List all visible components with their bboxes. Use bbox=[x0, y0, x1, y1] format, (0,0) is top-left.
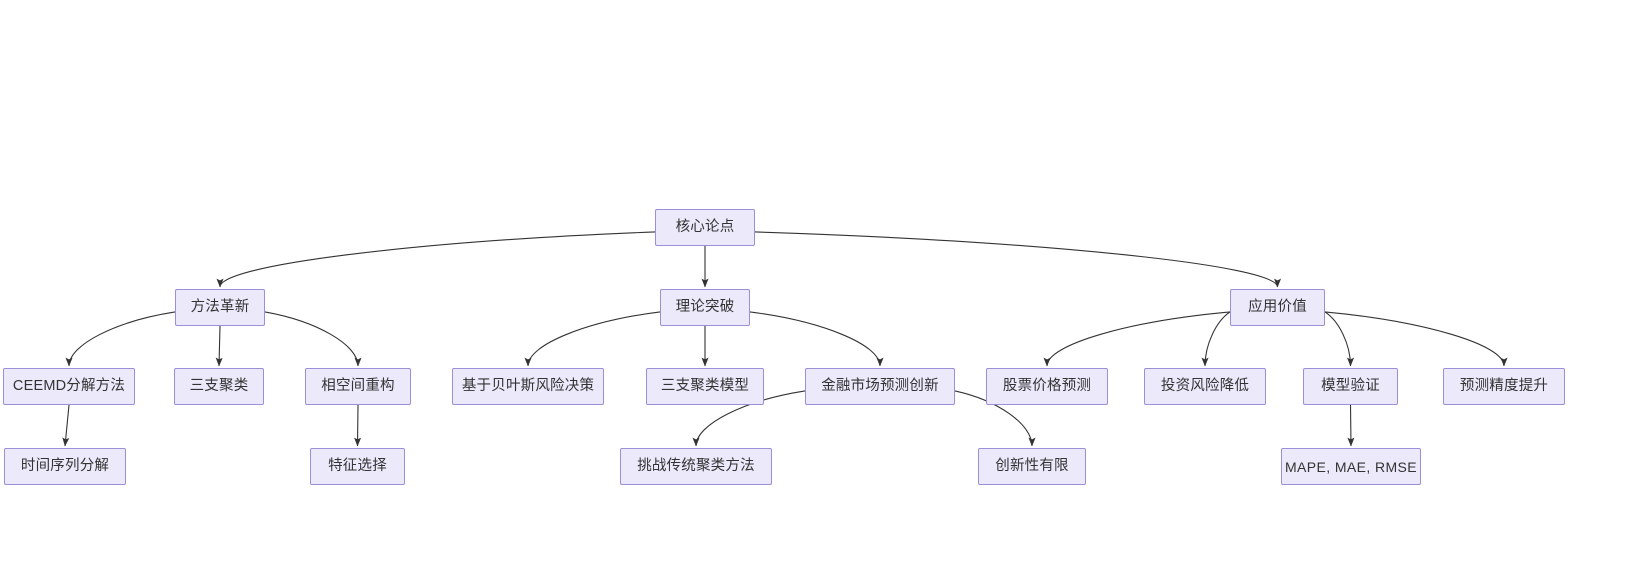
node-l3a1[interactable]: CEEMD分解方法 bbox=[3, 368, 135, 405]
node-label: 三支聚类 bbox=[189, 378, 249, 395]
node-l2c[interactable]: 应用价值 bbox=[1230, 289, 1325, 326]
node-l2a[interactable]: 方法革新 bbox=[175, 289, 265, 326]
node-l3a2[interactable]: 三支聚类 bbox=[174, 368, 264, 405]
node-label: 时间序列分解 bbox=[20, 458, 110, 475]
edge-l3a3-to-l4a3 bbox=[354, 404, 362, 447]
edge-l3c3-to-l4c3 bbox=[1347, 404, 1355, 447]
node-label: 股票价格预测 bbox=[1002, 378, 1092, 395]
edge-l2b-to-l3b3 bbox=[749, 311, 884, 367]
edge-l2a-to-l3a2 bbox=[215, 325, 223, 367]
edge-l2a-to-l3a3 bbox=[264, 311, 362, 367]
node-label: 基于贝叶斯风险决策 bbox=[461, 378, 595, 395]
node-l4b1[interactable]: 挑战传统聚类方法 bbox=[620, 448, 772, 485]
edge-l2c-to-l3c2 bbox=[1201, 311, 1231, 367]
node-l2b[interactable]: 理论突破 bbox=[660, 289, 750, 326]
node-root[interactable]: 核心论点 bbox=[655, 209, 755, 246]
node-label: 特征选择 bbox=[328, 458, 387, 475]
node-l3b3[interactable]: 金融市场预测创新 bbox=[805, 368, 955, 405]
node-l3c1[interactable]: 股票价格预测 bbox=[986, 368, 1108, 405]
edge-l2c-to-l3c1 bbox=[1043, 311, 1231, 367]
node-label: 金融市场预测创新 bbox=[821, 378, 939, 395]
edge-l2a-to-l3a1 bbox=[65, 311, 176, 367]
node-label: CEEMD分解方法 bbox=[12, 378, 126, 395]
node-l3b1[interactable]: 基于贝叶斯风险决策 bbox=[452, 368, 604, 405]
node-label: 挑战传统聚类方法 bbox=[637, 458, 755, 475]
edge-root-to-l2a bbox=[216, 231, 656, 288]
edge-l3a1-to-l4a1 bbox=[62, 404, 70, 447]
node-l4a3[interactable]: 特征选择 bbox=[310, 448, 405, 485]
node-l4b2[interactable]: 创新性有限 bbox=[978, 448, 1086, 485]
node-l3a3[interactable]: 相空间重构 bbox=[305, 368, 411, 405]
edge-paths bbox=[62, 231, 1508, 447]
node-label: 理论突破 bbox=[675, 299, 735, 316]
node-l4a1[interactable]: 时间序列分解 bbox=[4, 448, 126, 485]
edge-l2b-to-l3b1 bbox=[524, 311, 661, 367]
node-label: 模型验证 bbox=[1321, 378, 1380, 395]
edge-root-to-l2c bbox=[754, 231, 1281, 288]
node-label: 方法革新 bbox=[190, 299, 250, 316]
node-l3b2[interactable]: 三支聚类模型 bbox=[646, 368, 764, 405]
node-l4c3[interactable]: MAPE, MAE, RMSE bbox=[1281, 448, 1421, 485]
node-label: 预测精度提升 bbox=[1459, 378, 1549, 395]
node-label: MAPE, MAE, RMSE bbox=[1284, 458, 1418, 475]
node-label: 相空间重构 bbox=[321, 378, 395, 395]
node-label: 投资风险降低 bbox=[1160, 378, 1250, 395]
edge-l2c-to-l3c3 bbox=[1324, 311, 1355, 367]
node-l3c3[interactable]: 模型验证 bbox=[1303, 368, 1398, 405]
node-label: 应用价值 bbox=[1248, 299, 1307, 316]
node-label: 核心论点 bbox=[675, 219, 735, 236]
node-label: 创新性有限 bbox=[995, 458, 1069, 475]
node-label: 三支聚类模型 bbox=[660, 378, 750, 395]
node-l3c2[interactable]: 投资风险降低 bbox=[1144, 368, 1266, 405]
node-l3c4[interactable]: 预测精度提升 bbox=[1443, 368, 1565, 405]
edge-l2c-to-l3c4 bbox=[1324, 311, 1508, 367]
